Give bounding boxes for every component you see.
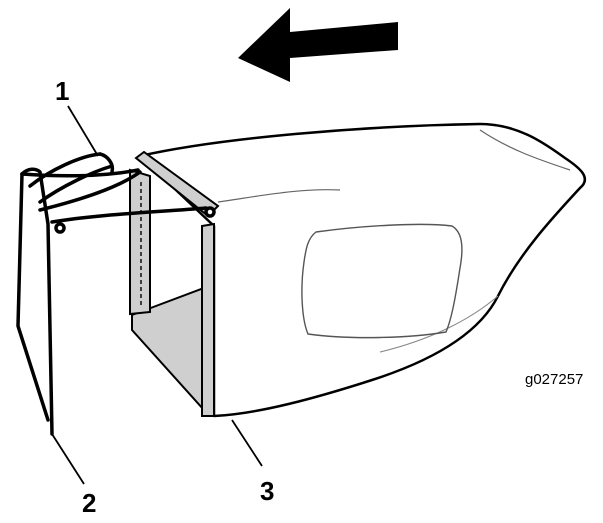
- figure-id: g027257: [525, 371, 583, 388]
- leader-lines: [51, 105, 263, 485]
- callout-2: 2: [82, 488, 96, 518]
- leader-line-2: [51, 433, 85, 485]
- leader-line-1: [67, 105, 99, 157]
- bag-frame-panel: [129, 150, 220, 417]
- callout-1: 1: [55, 76, 69, 106]
- handle: [16, 152, 216, 436]
- left-arrow-icon: [238, 8, 398, 82]
- leader-line-3: [231, 419, 263, 467]
- bag: [138, 122, 587, 418]
- callout-3: 3: [260, 476, 274, 506]
